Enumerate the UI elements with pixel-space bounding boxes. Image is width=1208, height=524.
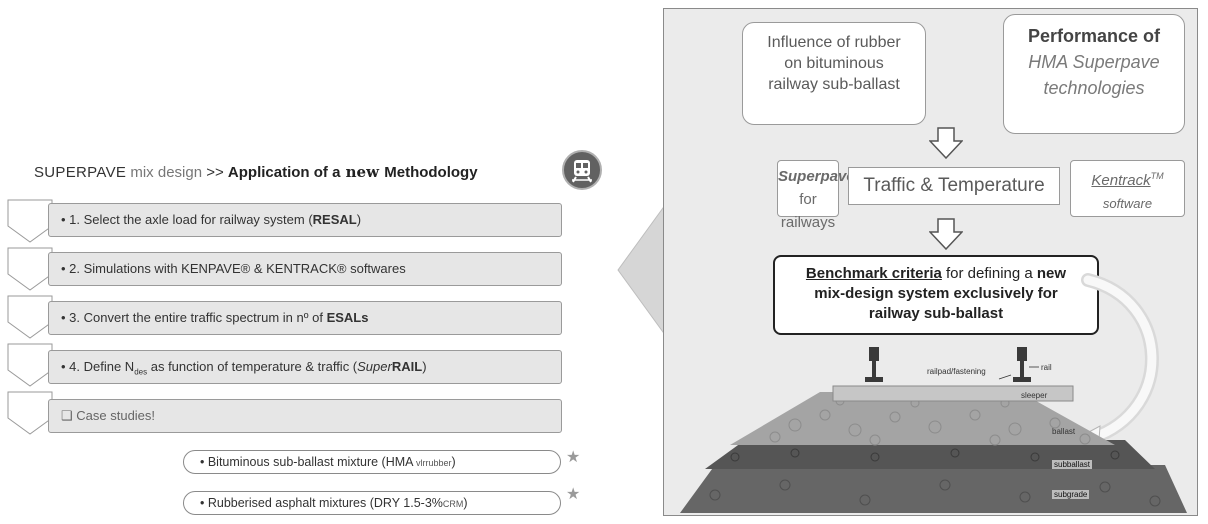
step-chevrons [7,199,53,435]
track-cross-section [680,347,1187,513]
heading-application: Application of a [227,164,341,181]
down-arrow-icon [929,127,963,159]
star-icon: ★ [566,449,581,466]
rail-icon [865,347,1031,382]
chevron-1 [7,199,53,243]
heading-superpave: SUPERPAVE [34,164,127,181]
step-4: • 4. Define Ndes as function of temperat… [48,350,562,384]
subballast-layer [705,440,1155,469]
sleeper [832,385,1074,402]
box-traffic-temperature: Traffic & Temperature [848,167,1060,205]
down-arrow-icon [929,218,963,250]
label-subgrade: subgrade [1052,490,1090,499]
label-ballast: ballast [1052,427,1076,436]
box-rubber-influence: Influence of rubber on bituminous railwa… [742,22,926,125]
step-1: • 1. Select the axle load for railway sy… [48,203,562,237]
heading-methodology: Methodology [384,164,478,181]
pill-rubberised: • Rubberised asphalt mixtures (DRY 1.5-3… [183,491,561,515]
heading-arrows: >> [202,164,228,181]
label-subballast: subballast [1052,460,1093,469]
label-railpad: railpad/fastening [927,367,986,376]
heading-new: new [340,163,385,181]
chevron-3 [7,295,53,339]
step-5-case-studies: ❑ Case studies! [48,399,562,433]
heading-mix-design: mix design [126,164,203,181]
chevron-2 [7,247,53,291]
step-2: • 2. Simulations with KENPAVE® & KENTRAC… [48,252,562,286]
methodology-heading: SUPERPAVE mix design >> Application of a… [34,163,564,181]
label-sleeper: sleeper [1021,391,1048,400]
star-icon: ★ [566,486,581,503]
box-superpave-railways: Superpave for railways [777,160,855,231]
box-kentrack-software: KentrackTM software [1070,160,1185,217]
pill-bituminous: • Bituminous sub-ballast mixture (HMA vl… [183,450,561,474]
chevron-5 [7,391,53,435]
train-icon [562,150,602,190]
benchmark-criteria-box: Benchmark criteria for defining a new mi… [773,255,1099,335]
step-3: • 3. Convert the entire traffic spectrum… [48,301,562,335]
subgrade-layer [680,465,1187,513]
label-rail: rail [1041,363,1052,372]
ballast-layer [730,392,1115,445]
chevron-4 [7,343,53,387]
box-hma-performance: Performance of HMA Superpave technologie… [1003,14,1185,134]
